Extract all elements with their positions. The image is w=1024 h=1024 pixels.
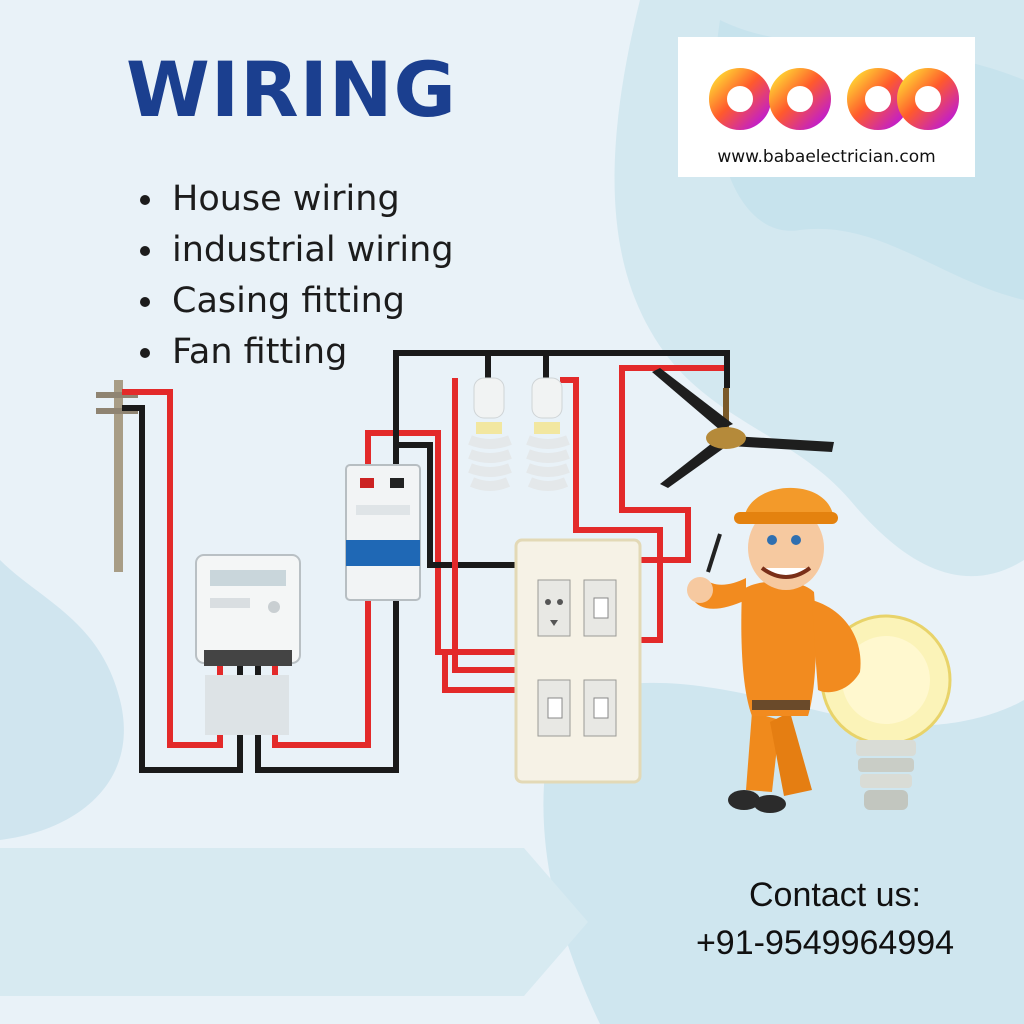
cfl-bulb-icon [526, 377, 570, 491]
service-label: House wiring [172, 179, 400, 219]
switchboard-icon [514, 538, 642, 784]
contact-label: Contact us: [749, 876, 921, 914]
electrician-icon [687, 487, 861, 813]
page-title: WIRING [126, 45, 457, 134]
list-item: Fan fitting [140, 327, 454, 378]
bullet-icon [140, 296, 150, 307]
list-item: industrial wiring [140, 225, 454, 276]
services-list: House wiring industrial wiring Casing fi… [140, 174, 454, 378]
service-label: Fan fitting [172, 332, 348, 372]
contact-phone[interactable]: +91-9549964994 [695, 924, 955, 962]
bullet-icon [140, 347, 150, 358]
logo-card[interactable]: www.babaelectrician.com [678, 37, 975, 177]
ceiling-fan-icon [652, 368, 834, 488]
service-label: industrial wiring [172, 230, 454, 270]
list-item: House wiring [140, 174, 454, 225]
bullet-icon [140, 245, 150, 256]
utility-pole-icon [96, 380, 138, 572]
list-item: Casing fitting [140, 276, 454, 327]
baba-logo-icon [709, 42, 959, 146]
energy-meter-icon [195, 554, 301, 735]
service-label: Casing fitting [172, 281, 405, 321]
website-url[interactable]: www.babaelectrician.com [717, 147, 936, 167]
bullet-icon [140, 194, 150, 205]
circuit-breaker-icon [345, 464, 421, 601]
cfl-bulb-icon [468, 377, 512, 491]
light-bulb-icon [820, 614, 952, 810]
